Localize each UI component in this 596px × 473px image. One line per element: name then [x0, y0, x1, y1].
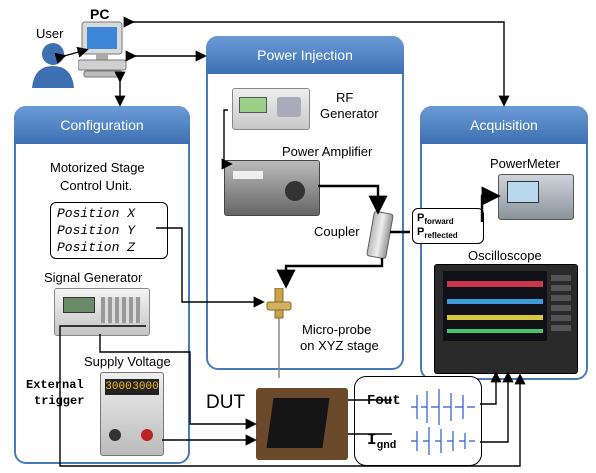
- signal-generator-label: Signal Generator: [44, 270, 143, 285]
- acquisition-title: Acquisition: [420, 106, 588, 144]
- rf-generator-label-2: Generator: [320, 106, 379, 121]
- supply-readout-left: 3000: [105, 381, 132, 393]
- position-x: Position X: [57, 206, 136, 221]
- user-label: User: [36, 26, 64, 41]
- reflected-p: P: [417, 226, 425, 238]
- configuration-title: Configuration: [14, 106, 190, 144]
- signal-generator-image: [54, 288, 150, 336]
- reflected-sub: reflected: [424, 231, 458, 241]
- position-z: Position Z: [57, 240, 136, 255]
- micro-probe-image: [266, 287, 292, 378]
- supply-voltage-label: Supply Voltage: [84, 354, 171, 369]
- supply-voltage-image: 3000 3000: [100, 372, 164, 456]
- pc-icon: [77, 20, 130, 80]
- signal-waveforms: [411, 389, 475, 455]
- motorized-stage-label-2: Control Unit.: [60, 178, 133, 193]
- ignd-sub: gnd: [376, 440, 397, 453]
- pc-label: PC: [90, 6, 110, 22]
- forward-sub: forward: [424, 217, 454, 227]
- micro-probe-label-1: Micro-probe: [302, 322, 372, 337]
- supply-readout-right: 3000: [132, 381, 159, 393]
- fout-label: Fout: [367, 393, 401, 409]
- power-measure-box: Pforward Preflected: [412, 208, 484, 244]
- dut-label: DUT: [206, 392, 246, 413]
- external-trigger-label-1: External: [26, 378, 84, 392]
- power-amplifier-image: [224, 160, 320, 216]
- position-y: Position Y: [57, 223, 136, 238]
- oscilloscope-label: Oscilloscope: [468, 248, 542, 263]
- ignd-i: I: [367, 431, 377, 449]
- powermeter-image: [498, 174, 574, 220]
- ignd-label: Ignd: [367, 431, 396, 452]
- signal-box: Fout Ignd: [354, 376, 482, 466]
- coupler-label: Coupler: [314, 224, 360, 239]
- micro-probe-label-2: on XYZ stage: [300, 338, 379, 353]
- external-trigger-label-2: trigger: [34, 394, 85, 408]
- forward-p: P: [417, 212, 425, 224]
- powermeter-label: PowerMeter: [490, 156, 561, 171]
- dut-image: [256, 388, 348, 460]
- motorized-stage-label-1: Motorized Stage: [50, 160, 145, 175]
- power-amplifier-label: Power Amplifier: [282, 144, 373, 159]
- oscilloscope-image: [434, 264, 578, 374]
- position-box: Position X Position Y Position Z: [50, 202, 168, 259]
